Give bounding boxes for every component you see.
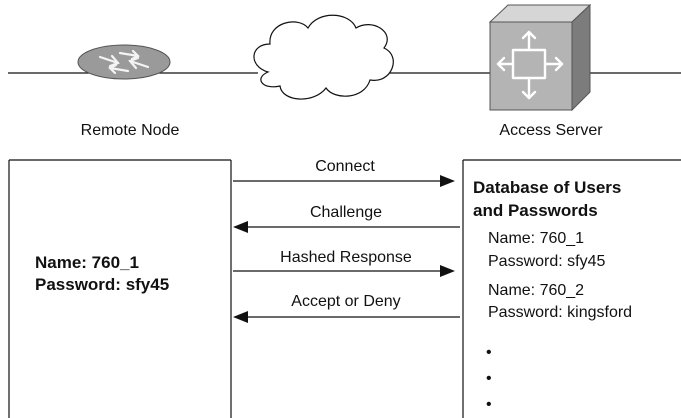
db-user1-name: Name: 760_1 [488,230,584,247]
access-server-icon [488,3,592,112]
db-user2-name: Name: 760_2 [488,282,584,299]
remote-node-label: Remote Node [81,122,180,139]
db-user1-password: Password: sfy45 [488,253,605,270]
arrowhead-right-icon [440,175,455,187]
client-name: Name: 760_1 [35,253,139,272]
message-accept-or-deny: Accept or Deny [233,293,460,323]
database-title-line1: Database of Users [473,178,621,197]
remote-node-box [8,159,232,418]
message-label: Accept or Deny [291,293,400,310]
message-label: Connect [315,158,375,175]
db-more-bullet: • [486,370,492,387]
access-server-label: Access Server [499,122,603,139]
db-more-bullet: • [486,396,492,413]
arrowhead-left-icon [233,311,248,323]
cloud-icon [253,14,394,100]
message-challenge: Challenge [233,204,460,233]
message-label: Hashed Response [280,249,412,266]
arrowhead-right-icon [440,265,455,277]
db-more-bullet: • [486,344,492,361]
message-hashed-response: Hashed Response [233,249,455,277]
client-password: Password: sfy45 [35,275,169,294]
arrowhead-left-icon [233,221,248,233]
message-connect: Connect [233,158,455,187]
message-label: Challenge [310,204,382,221]
router-icon [77,44,171,80]
user-database-box [462,159,681,418]
database-title-line2: and Passwords [473,201,598,220]
db-user2-password: Password: kingsford [488,304,632,321]
